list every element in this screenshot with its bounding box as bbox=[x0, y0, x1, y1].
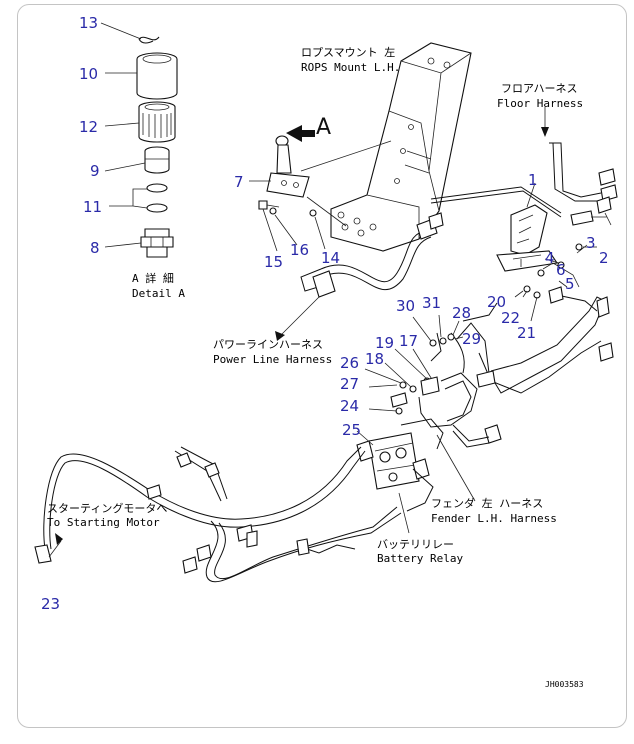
base-part-8 bbox=[140, 228, 174, 258]
floor-harness: フロアハーネス Floor Harness bbox=[430, 82, 618, 226]
battery-relay-en-label: Battery Relay bbox=[377, 552, 463, 565]
power-line-harness: パワーラインハーネス Power Line Harness bbox=[213, 212, 444, 366]
callout-24: 24 bbox=[340, 397, 359, 415]
detail-a-en-label: Detail A bbox=[132, 287, 185, 300]
callout-8: 8 bbox=[90, 239, 100, 257]
callout-30: 30 bbox=[396, 297, 415, 315]
callout-numbers: 13 10 12 9 11 8 7 15 16 14 1 3 2 4 6 5 2… bbox=[41, 14, 609, 613]
callout-16: 16 bbox=[290, 241, 309, 259]
bolts-15-16-14 bbox=[258, 200, 326, 252]
callout-18: 18 bbox=[365, 350, 384, 368]
floor-harness-en-label: Floor Harness bbox=[497, 97, 583, 110]
callout-10: 10 bbox=[79, 65, 98, 83]
body-part-9 bbox=[144, 146, 170, 174]
rops-mount-en-label: ROPS Mount L.H. bbox=[301, 61, 400, 74]
callout-29: 29 bbox=[462, 330, 481, 348]
callout-12: 12 bbox=[79, 118, 98, 136]
callout-27: 27 bbox=[340, 375, 359, 393]
fender-harness-jp-label: フェンダ 左 ハーネス bbox=[431, 496, 543, 510]
power-harness-en-label: Power Line Harness bbox=[213, 353, 332, 366]
rops-mount-jp-label: ロプスマウント 左 bbox=[301, 46, 395, 59]
callout-14: 14 bbox=[321, 249, 340, 267]
callout-9: 9 bbox=[90, 162, 100, 180]
callout-13: 13 bbox=[79, 14, 98, 32]
filter-bracket-part-7 bbox=[249, 135, 392, 227]
callout-4: 4 bbox=[545, 249, 555, 267]
clip-part-13 bbox=[138, 36, 160, 44]
callout-15: 15 bbox=[264, 253, 283, 271]
parts-diagram: A 詳 細 Detail A ロプスマウント 左 ROPS Mount L.H.… bbox=[34, 14, 618, 689]
detail-a-filter-assembly: A 詳 細 Detail A bbox=[100, 22, 185, 300]
connector-bracket-part-1 bbox=[496, 182, 597, 322]
callout-7: 7 bbox=[234, 173, 244, 191]
power-harness-jp-label: パワーラインハーネス bbox=[213, 338, 323, 351]
callout-11: 11 bbox=[83, 198, 102, 216]
rops-mount-lh: ロプスマウント 左 ROPS Mount L.H. bbox=[301, 42, 472, 252]
callout-19: 19 bbox=[375, 334, 394, 352]
callout-20: 20 bbox=[487, 293, 506, 311]
callout-5: 5 bbox=[565, 275, 575, 293]
clamp-bolts bbox=[364, 314, 464, 415]
callout-21: 21 bbox=[517, 324, 536, 342]
battery-relay-jp-label: バッテリリレー bbox=[377, 538, 454, 551]
callout-6: 6 bbox=[556, 261, 566, 279]
o-ring-part-11a bbox=[146, 183, 168, 193]
o-ring-part-11b bbox=[146, 203, 168, 213]
starting-motor-cable: スターティングモータへ To Starting Motor bbox=[34, 446, 402, 583]
callout-26: 26 bbox=[340, 354, 359, 372]
fender-lh-harness: フェンダ 左 ハーネス Fender L.H. Harness bbox=[418, 286, 614, 525]
callout-2: 2 bbox=[599, 249, 609, 267]
cap-part-10 bbox=[136, 52, 178, 100]
callout-17: 17 bbox=[399, 332, 418, 350]
element-part-12 bbox=[138, 101, 176, 143]
floor-harness-jp-label: フロアハーネス bbox=[501, 82, 578, 95]
battery-relay: バッテリリレー Battery Relay bbox=[356, 418, 463, 565]
view-a-marker: A bbox=[286, 115, 331, 142]
fender-harness-en-label: Fender L.H. Harness bbox=[431, 512, 557, 525]
detail-a-jp-label: A 詳 細 bbox=[132, 271, 174, 285]
callout-25: 25 bbox=[342, 421, 361, 439]
callout-3: 3 bbox=[586, 234, 596, 252]
callout-23: 23 bbox=[41, 595, 60, 613]
callout-31: 31 bbox=[422, 294, 441, 312]
starting-motor-jp-label: スターティングモータへ bbox=[47, 501, 167, 515]
callout-1: 1 bbox=[528, 171, 538, 189]
drawing-frame: A 詳 細 Detail A ロプスマウント 左 ROPS Mount L.H.… bbox=[17, 4, 627, 728]
callout-28: 28 bbox=[452, 304, 471, 322]
view-a-letter: A bbox=[316, 115, 331, 140]
drawing-code: JH003583 bbox=[545, 680, 584, 689]
starting-motor-en-label: To Starting Motor bbox=[47, 516, 160, 529]
callout-22: 22 bbox=[501, 309, 520, 327]
